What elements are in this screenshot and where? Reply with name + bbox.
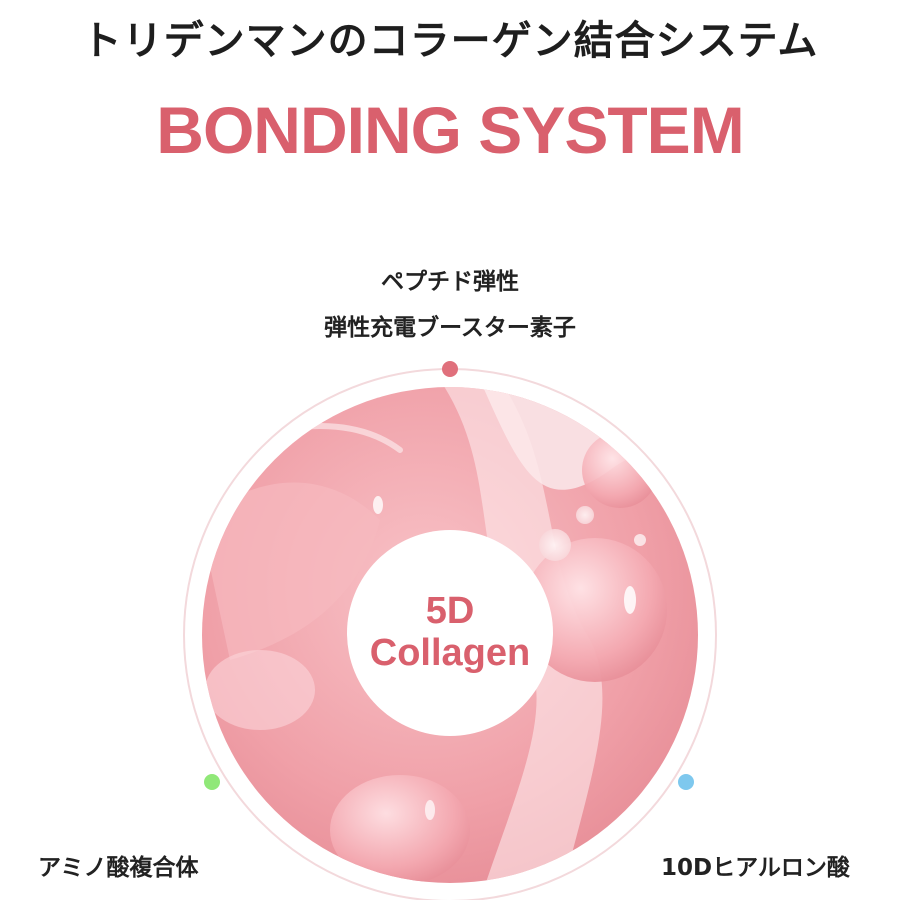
label-elastic-booster: 弾性充電ブースター素子 — [324, 315, 576, 341]
page-title-en: BONDING SYSTEM — [156, 93, 744, 167]
center-label-line2: Collagen — [369, 632, 531, 674]
label-amino-acid-complex: アミノ酸複合体 — [38, 855, 199, 881]
page-title-jp: トリデンマンのコラーゲン結合システム — [81, 18, 819, 64]
label-peptide-elasticity: ペプチド弾性 — [381, 269, 519, 295]
node-dot-left — [204, 774, 220, 790]
center-disc — [347, 530, 553, 736]
center-label-line1: 5D — [425, 590, 475, 632]
node-dot-right — [678, 774, 694, 790]
node-dot-top — [442, 361, 458, 377]
center-label: 5D Collagen — [350, 590, 550, 674]
label-hyaluronic-acid: 10Dヒアルロン酸 — [661, 855, 850, 881]
collagen-liquid-image — [202, 387, 698, 883]
